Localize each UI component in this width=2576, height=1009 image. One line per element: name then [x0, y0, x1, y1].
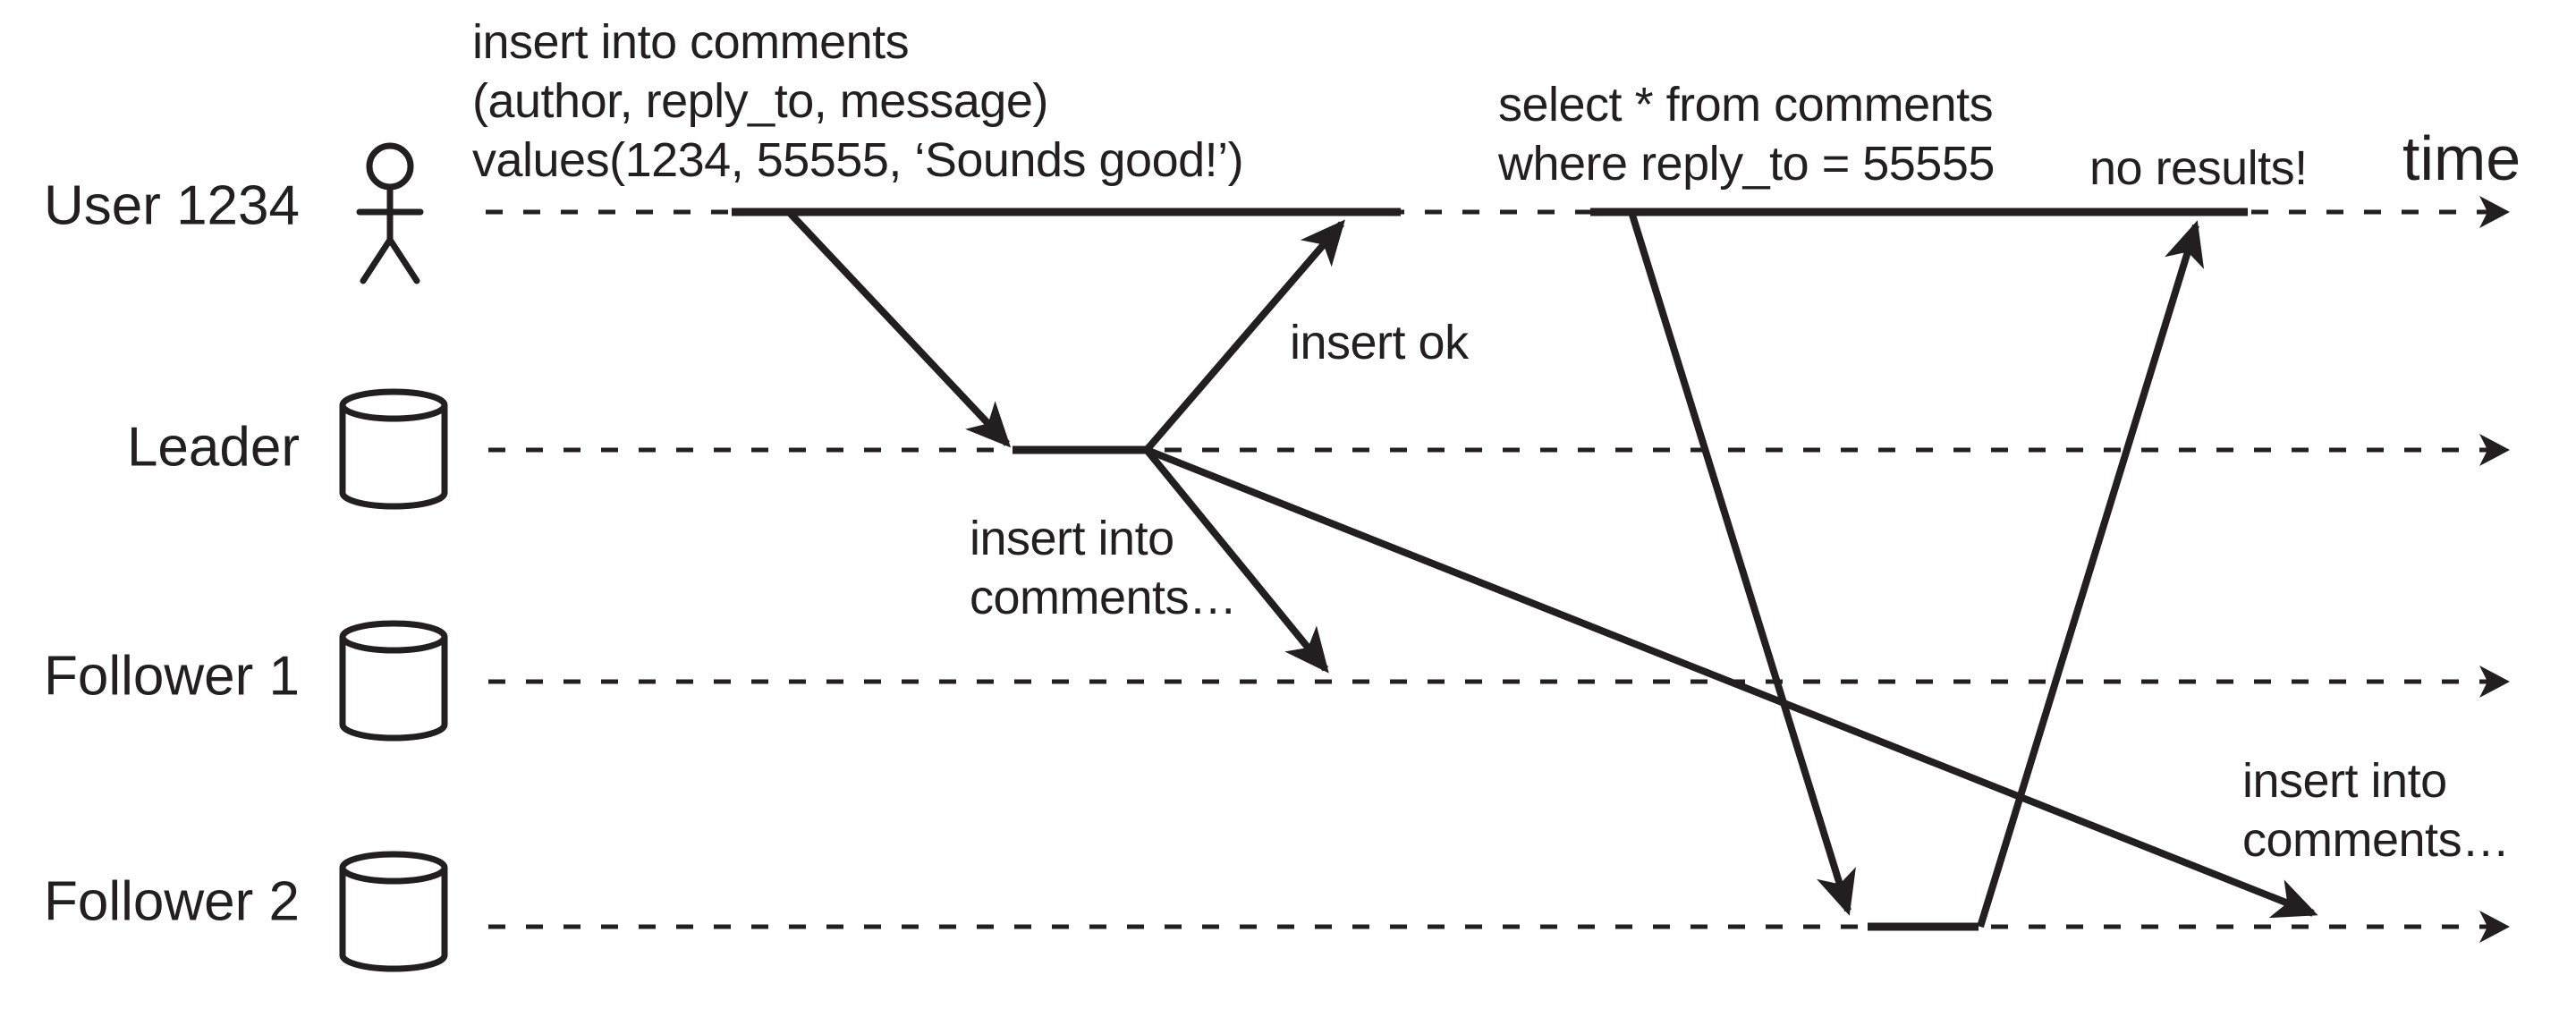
arrow-insert-ok-leader-to-user: [1143, 219, 1345, 453]
database-cylinder-icon: [339, 620, 448, 742]
no-results-annotation: no results!: [2089, 141, 2308, 195]
actor-label-leader: Leader: [126, 416, 300, 479]
replicate-follower2-annotation: insert into comments…: [2242, 754, 2510, 867]
database-cylinder-icon: [339, 851, 448, 972]
actor-label-follower2: Follower 2: [44, 870, 300, 933]
arrow-replicate-leader-to-follower2: [1145, 446, 2318, 919]
arrow-no-results-follower2-to-user: [1977, 220, 2205, 928]
actor-label-follower1: Follower 1: [44, 645, 300, 708]
replicate-follower1-annotation: insert into comments…: [970, 512, 1237, 624]
actor-label-user: User 1234: [43, 174, 300, 237]
insert-ok-annotation: insert ok: [1290, 316, 1469, 369]
arrow-select-user-to-follower2: [1628, 210, 1856, 916]
database-cylinder-icon: [339, 388, 448, 510]
person-icon: [356, 142, 424, 284]
arrow-insert-user-to-leader: [786, 209, 1012, 448]
insert-query-annotation: insert into comments (author, reply_to, …: [472, 15, 1244, 187]
arrow-replicate-leader-to-follower1: [1143, 447, 1329, 674]
time-axis-label: time: [2402, 123, 2521, 193]
select-query-annotation: select * from comments where reply_to = …: [1498, 78, 1995, 191]
